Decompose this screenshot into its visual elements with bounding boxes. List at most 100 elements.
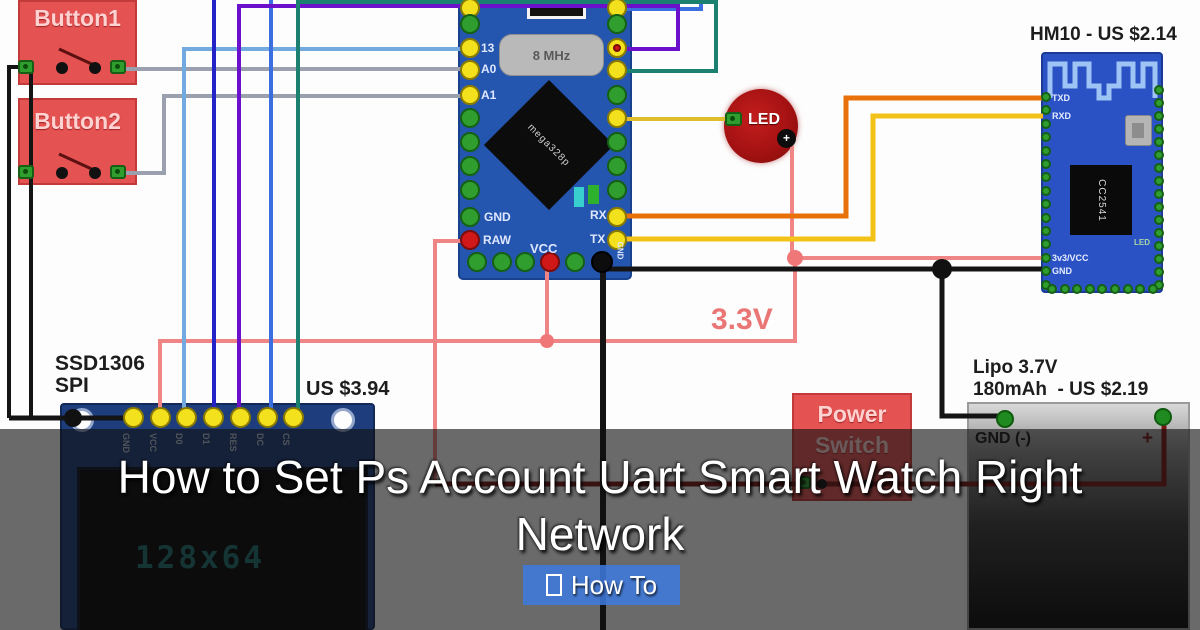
pin-label-gnd: GND (484, 210, 511, 224)
hm10-left-pin (1041, 159, 1051, 169)
hm10-pin-gnd: GND (1052, 266, 1072, 276)
badge-glyph-icon (545, 574, 562, 596)
arduino-bottom-pin (467, 252, 487, 272)
pin-label-tx: TX (590, 232, 606, 246)
hm10-right-pin (1154, 254, 1164, 264)
hm10-right-pin (1154, 163, 1164, 173)
hm10-left-pin (1041, 172, 1051, 183)
battery-name-label: Lipo 3.7V (973, 357, 1058, 378)
hm10-bottom-pin (1047, 284, 1057, 294)
arduino-left-pin (460, 230, 480, 250)
arduino-right-pin-core (613, 44, 621, 52)
hm10-right-pin (1154, 98, 1164, 108)
hm10-right-pin (1154, 137, 1164, 147)
battery-pos-terminal (1154, 408, 1172, 426)
hm10-right-pin (1154, 150, 1164, 160)
led-label: LED (748, 111, 780, 128)
led-plus-pin: + (777, 129, 796, 148)
arduino-bottom-pin (565, 252, 585, 272)
arduino-pro-mini-board: 8 MHz mega328p (458, 0, 632, 280)
pin-label-rx: RX (590, 208, 607, 222)
hm10-right-pin (1154, 124, 1164, 134)
hm10-right-pin (1154, 85, 1164, 95)
arduino-left-pin (460, 38, 480, 58)
lcd-header-pin (282, 406, 304, 428)
pin-label-13: 13 (481, 41, 495, 55)
button2-label: Button2 (34, 108, 121, 134)
pin-label-raw: RAW (483, 233, 511, 247)
hm10-left-pin (1041, 266, 1051, 277)
hm10-bluetooth-board: CC2541 (1041, 52, 1163, 293)
hm10-left-pin (1041, 118, 1051, 129)
hm10-crystal (1125, 115, 1152, 146)
arduino-right-pin (607, 207, 627, 227)
button1-right-pin (110, 60, 126, 74)
hm10-right-pin (1154, 202, 1164, 212)
ssd1306-label: SSD1306 (55, 352, 145, 375)
arduino-right-pin (607, 85, 627, 105)
battery-neg-terminal (996, 410, 1014, 428)
arduino-right-pin (607, 60, 627, 80)
hm10-right-pin (1154, 228, 1164, 238)
hm10-bottom-pin (1135, 284, 1146, 294)
lcd-header-pin (175, 406, 197, 428)
hm10-bottom-pin (1147, 284, 1158, 294)
lcd-header-pin (122, 406, 144, 428)
button1-label: Button1 (34, 5, 121, 31)
lcd-header-pin (229, 406, 251, 428)
video-title-line2: Network (515, 508, 685, 560)
lcd-header-pin (202, 406, 224, 428)
hm10-right-pin (1154, 189, 1164, 199)
arduino-bottom-pin (492, 252, 512, 272)
button1-component: Button1 (18, 0, 137, 85)
hm10-left-pin (1041, 105, 1051, 116)
arduino-right-pin (607, 14, 627, 34)
hm10-left-pin (1041, 226, 1051, 236)
hm10-left-pin (1041, 199, 1051, 210)
hm10-right-pin (1154, 215, 1164, 225)
arduino-left-pin (460, 207, 480, 227)
arduino-right-pin (607, 180, 627, 200)
hm10-left-pin (1041, 92, 1051, 102)
pin-label-gnd2: GND (615, 241, 625, 260)
hm10-pin-txd: TXD (1052, 93, 1070, 103)
spi-label: SPI (55, 374, 89, 397)
hm10-bottom-pin (1084, 284, 1095, 294)
button2-left-pin (18, 165, 34, 179)
arduino-left-pin (460, 60, 480, 80)
hm10-pin-led: LED (1134, 238, 1150, 247)
how-to-badge[interactable]: How To (523, 565, 680, 605)
hm10-left-pin (1041, 145, 1051, 156)
hm10-bottom-pin (1072, 284, 1083, 294)
hm10-left-pin (1041, 239, 1051, 250)
hm10-left-pin (1041, 185, 1051, 196)
oscillator: 8 MHz (499, 34, 604, 76)
arduino-right-pin (607, 108, 627, 128)
arduino-bottom-pin (591, 251, 613, 273)
hm10-price-label: HM10 - US $2.14 (1030, 24, 1177, 45)
arduino-bottom-pin (540, 252, 560, 272)
capacitor-green (588, 185, 599, 204)
hm10-bottom-pin (1059, 284, 1070, 294)
led-anode-pin (725, 112, 742, 126)
button2-right-pin (110, 165, 126, 179)
lcd-header-pin (149, 406, 171, 428)
pin-label-a0: A0 (481, 62, 497, 76)
arduino-right-pin (607, 230, 627, 250)
hm10-left-pin (1041, 252, 1051, 263)
arduino-bottom-pin (515, 252, 535, 272)
rail-voltage-label: 3.3V (711, 303, 773, 336)
ssd1306-price-label: US $3.94 (306, 378, 390, 400)
arduino-left-pin (460, 108, 480, 128)
hm10-left-pin (1041, 212, 1051, 223)
hm10-bottom-pin (1097, 284, 1108, 294)
arduino-right-pin (607, 156, 627, 176)
led-component: LED (724, 89, 798, 163)
arduino-left-pin (460, 132, 480, 152)
hm10-bottom-pin (1110, 284, 1120, 294)
hm10-right-pin (1154, 267, 1164, 277)
antenna-trace (1047, 61, 1158, 101)
capacitor-cyan (574, 187, 584, 207)
hm10-right-pin (1154, 111, 1164, 121)
